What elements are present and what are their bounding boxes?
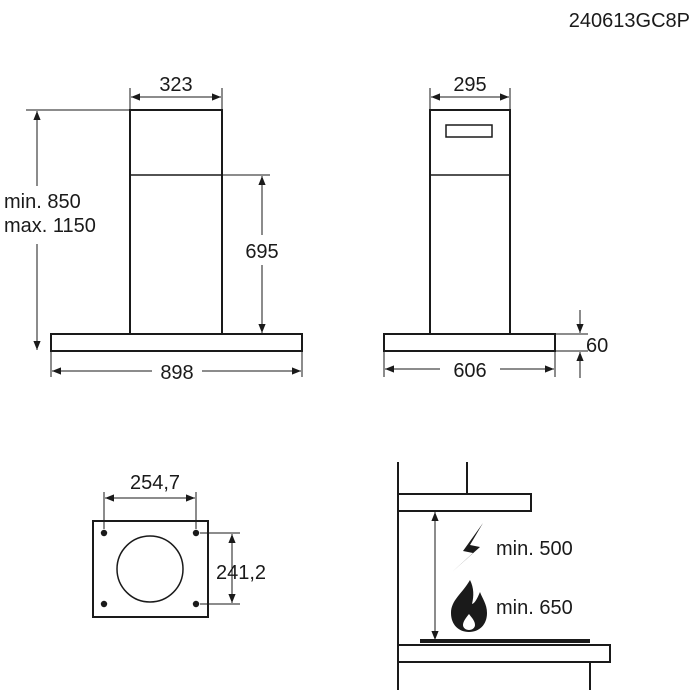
- side-view: 295 60 606: [383, 74, 608, 382]
- side-chimney: [429, 109, 511, 335]
- front-canopy: [50, 333, 303, 352]
- side-bracket-slot: [445, 124, 493, 138]
- product-code: 240613GC8P: [569, 10, 690, 32]
- mounting-plate: [92, 520, 209, 618]
- side-canopy: [383, 333, 556, 352]
- chimney-width-label: 323: [159, 74, 192, 96]
- lightning-icon: [452, 523, 483, 572]
- front-chimney: [129, 109, 223, 335]
- worktop: [397, 644, 611, 663]
- duct-opening: [116, 535, 184, 603]
- height-min-label: min. 850: [4, 191, 81, 213]
- clearance-hood-canopy: [397, 493, 532, 512]
- flame-icon: [451, 580, 487, 632]
- clearance-view: min. 500 min. 650: [397, 462, 611, 690]
- screw-hole: [100, 529, 108, 537]
- mounting-plate-view: 254,7 241,2: [92, 472, 266, 618]
- canopy-width-label: 898: [160, 362, 193, 384]
- gas-hob-clearance-label: min. 650: [496, 597, 573, 619]
- chimney-depth-label: 295: [453, 74, 486, 96]
- height-max-label: max. 1150: [4, 215, 96, 237]
- hole-spacing-h-label: 254,7: [130, 472, 180, 494]
- screw-hole: [192, 600, 200, 608]
- screw-hole: [100, 600, 108, 608]
- canopy-depth-label: 606: [453, 360, 486, 382]
- electric-hob-clearance-label: min. 500: [496, 538, 573, 560]
- hole-spacing-v-label: 241,2: [216, 562, 266, 584]
- canopy-thickness-label: 60: [586, 335, 608, 357]
- front-view: 323 min. 850 max. 1150 695 898: [4, 74, 303, 384]
- screw-hole: [192, 529, 200, 537]
- lower-chimney-label: 695: [245, 241, 278, 263]
